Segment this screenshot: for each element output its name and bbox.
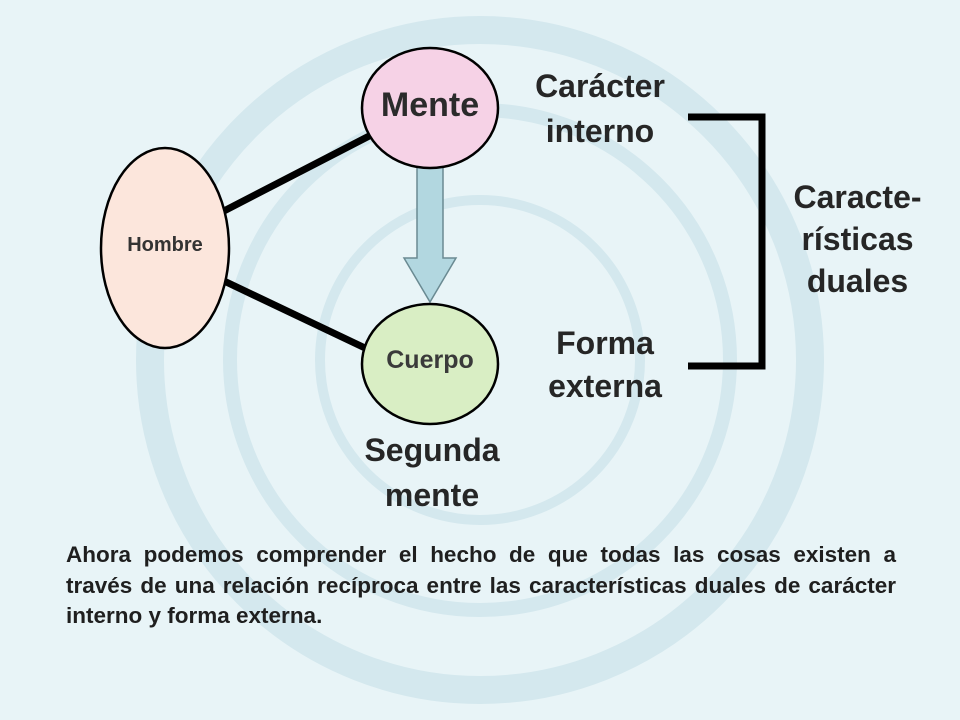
- description-paragraph: Ahora podemos comprender el hecho de que…: [66, 542, 896, 628]
- node-hombre-shape: [99, 146, 231, 350]
- node-cuerpo-shape: [360, 302, 500, 426]
- label-segunda-mente: Segunda mente: [364, 432, 500, 513]
- node-cuerpo-label: Cuerpo: [386, 346, 474, 374]
- arrow-down-icon: [402, 164, 458, 304]
- label-forma-externa: Forma externa: [548, 325, 662, 404]
- node-hombre-label: Hombre: [127, 234, 203, 256]
- connector-hombre-mente: [220, 129, 377, 216]
- bracket: [688, 113, 766, 370]
- connector-hombre-cuerpo: [220, 276, 367, 352]
- label-caracter-interno: Carácter interno: [535, 68, 665, 149]
- label-caracteristicas-duales: Caracte- rísticas duales: [793, 179, 922, 299]
- node-mente-shape: [360, 46, 500, 170]
- node-mente-label: Mente: [380, 86, 480, 124]
